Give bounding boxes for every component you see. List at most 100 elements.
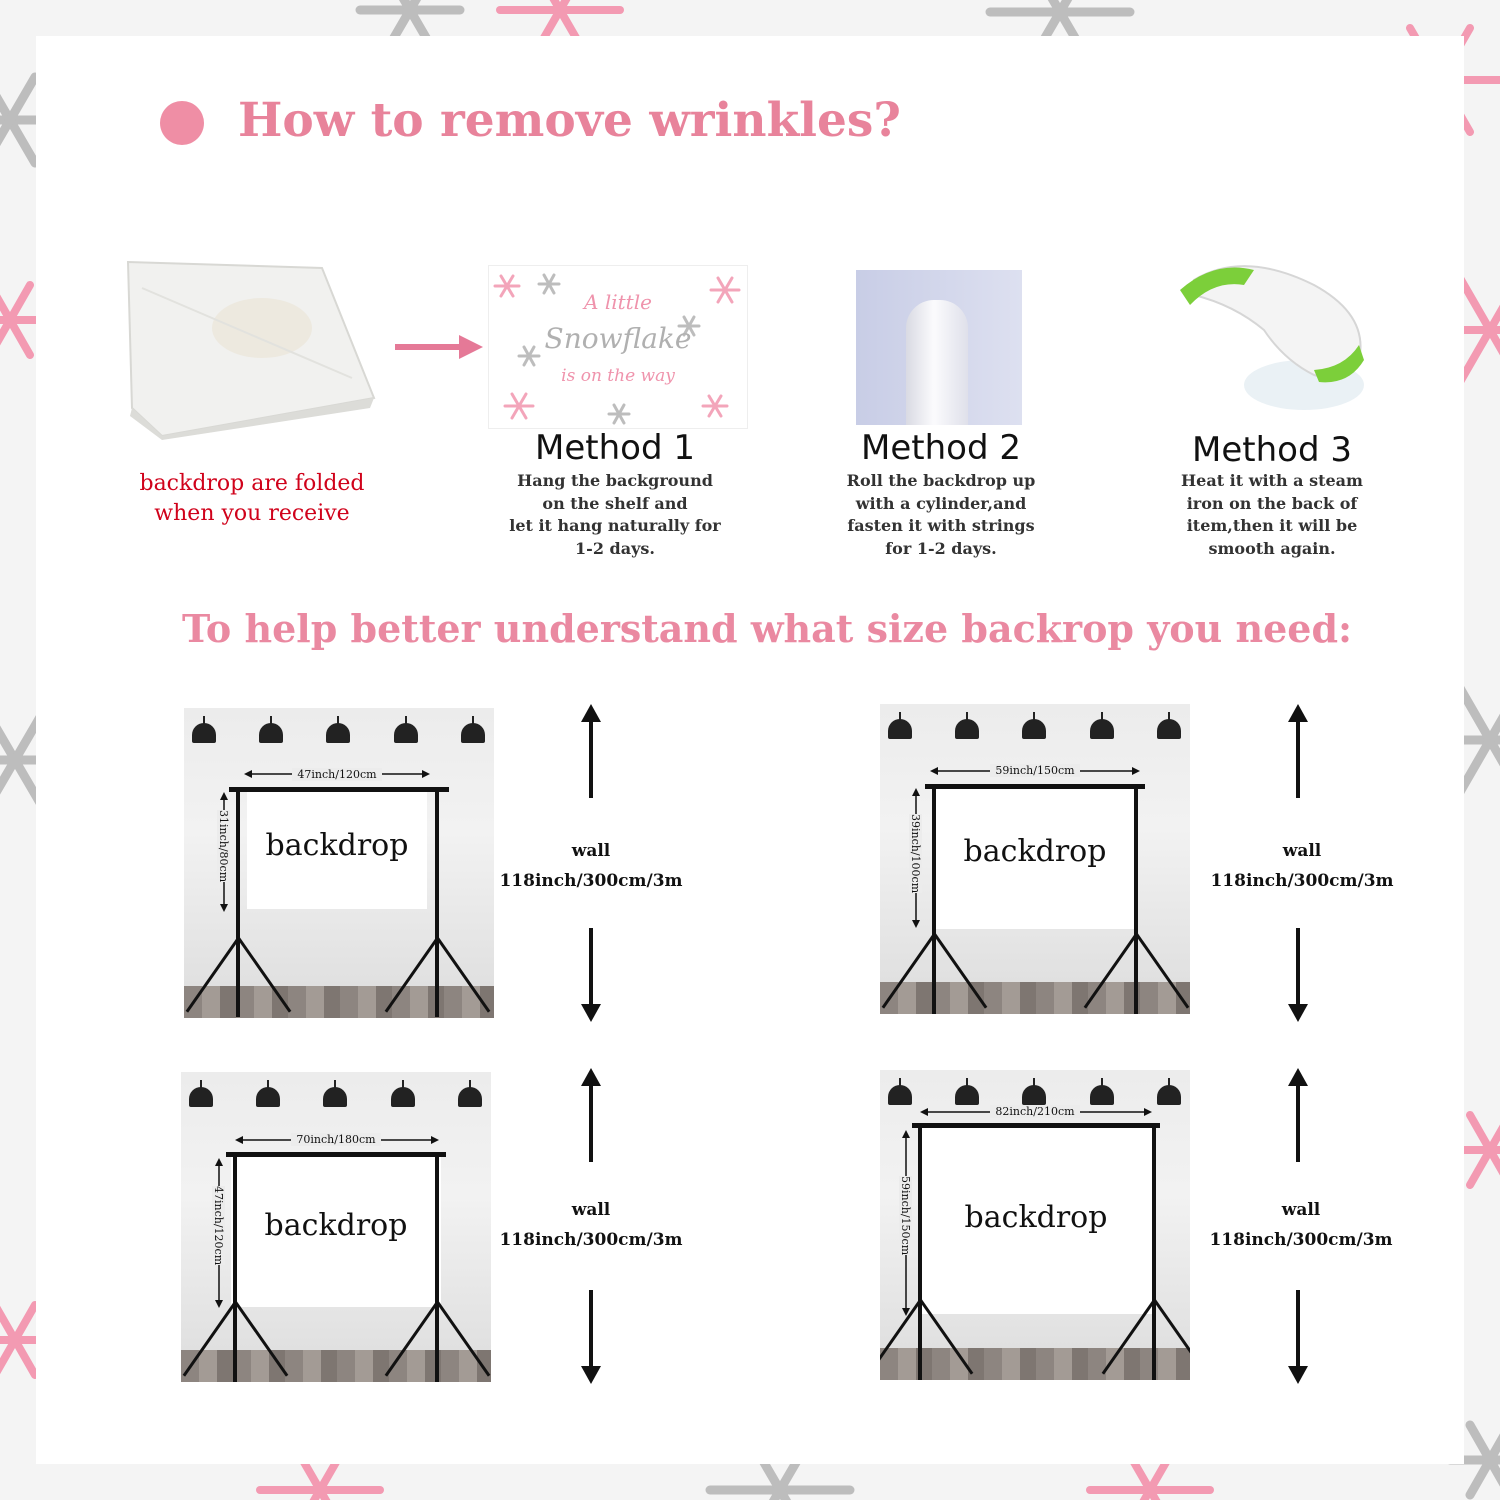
wall-arrow-up-icon [1296,1080,1300,1162]
cylinder-image [856,270,1022,425]
lamp-icon [256,1080,280,1107]
bullet-dot [160,101,204,145]
method-3-desc: Heat it with a steam iron on the back of… [1181,471,1363,558]
method-2-desc: Roll the backdrop up with a cylinder,and… [846,471,1036,558]
crossbar [925,784,1145,789]
lamp-icon [1157,712,1181,739]
arrowhead-up-icon [1288,1068,1308,1086]
method-1-title: Method 1 [535,428,695,468]
lamp-icon [391,1080,415,1107]
height-label: 47inch/120cm [212,1186,225,1266]
size-scene-2: backdrop 59inch/150cm 39inch/100cm [880,704,1190,1014]
size-heading: To help better understand what size back… [182,606,1353,651]
card-snowflakes-decoration [493,273,741,425]
stand-pole [1152,1123,1156,1380]
floor [181,1350,491,1382]
wall-word: wall [571,841,611,861]
lamp-icon [1022,712,1046,739]
wall-arrow-up-icon [589,716,593,798]
card-line-3: is on the way [561,366,675,386]
height-label: 59inch/150cm [899,1176,912,1256]
backdrop-label: backdrop [964,1200,1108,1235]
width-label: 82inch/210cm [990,1105,1080,1118]
lamp-icon [323,1080,347,1107]
stand-pole [932,784,936,1014]
lamp-icon [326,716,350,743]
wall-arrow-up-icon [1296,716,1300,798]
size-scene-1: backdrop 47inch/120cm 31inch/80cm [184,708,494,1018]
backdrop-cloth [935,789,1135,929]
arrowhead-up-icon [581,704,601,722]
wrinkles-heading: How to remove wrinkles? [238,93,901,148]
width-label: 47inch/120cm [292,768,382,781]
lamp-icon [955,1078,979,1105]
lamp-icon [461,716,485,743]
steam-iron-image [1180,265,1364,410]
backdrop-label: backdrop [265,828,409,863]
wall-arrow-down-icon [1296,928,1300,1010]
wall-size: 118inch/300cm/3m [1209,1230,1393,1250]
lamp-icon [458,1080,482,1107]
floor [880,982,1190,1014]
white-cylinder [906,300,968,425]
method-2-title: Method 2 [861,428,1021,468]
lamp-icon [1157,1078,1181,1105]
wall-label: wall 118inch/300cm/3m [491,1195,691,1255]
lamp-icon [259,716,283,743]
stand-pole [233,1152,237,1382]
folded-note: backdrop are folded when you receive [139,471,365,526]
stand-pole [236,787,240,1017]
wall-word: wall [1282,841,1322,861]
lamp-icon [1022,1078,1046,1105]
wall-word: wall [571,1200,611,1220]
size-scene-3: backdrop 70inch/180cm 47inch/120cm [181,1072,491,1382]
arrowhead-up-icon [1288,704,1308,722]
arrowhead-down-icon [581,1366,601,1384]
wall-label: wall 118inch/300cm/3m [491,836,691,896]
height-label: 31inch/80cm [217,810,230,883]
backdrop-cloth [231,1157,441,1307]
wall-word: wall [1281,1200,1321,1220]
arrowhead-up-icon [581,1068,601,1086]
wall-size: 118inch/300cm/3m [499,871,683,891]
wall-size: 118inch/300cm/3m [1210,871,1394,891]
width-label: 70inch/180cm [291,1133,381,1146]
wall-size: 118inch/300cm/3m [499,1230,683,1250]
floor [184,986,494,1018]
crossbar [229,787,449,792]
lamp-icon [888,1078,912,1105]
card-line-2: Snowflake [544,322,692,355]
arrowhead-down-icon [1288,1004,1308,1022]
backdrop-label: backdrop [963,834,1107,869]
arrowhead-down-icon [1288,1366,1308,1384]
folded-backdrop-image [126,260,376,440]
backdrop-cloth [920,1128,1152,1314]
method-1-desc: Hang the background on the shelf and let… [509,471,721,558]
backdrop-cloth [247,792,427,909]
method-3-title: Method 3 [1192,430,1352,470]
wall-arrow-down-icon [589,928,593,1010]
lamp-icon [192,716,216,743]
backdrop-label: backdrop [264,1208,408,1243]
arrowhead-down-icon [581,1004,601,1022]
stand-pole [435,787,439,1017]
wall-arrow-down-icon [1296,1290,1300,1372]
wall-label: wall 118inch/300cm/3m [1201,1195,1401,1255]
snowflake-card-image: A little Snowflake is on the way [488,265,748,429]
lamp-icon [1090,1078,1114,1105]
crossbar [226,1152,446,1157]
lamp-icon [955,712,979,739]
wall-label: wall 118inch/300cm/3m [1202,836,1402,896]
lamp-icon [394,716,418,743]
stand-pole [435,1152,439,1382]
lamp-icon [1090,712,1114,739]
wall-arrow-up-icon [589,1080,593,1162]
stand-pole [918,1123,922,1380]
wall-arrow-down-icon [589,1290,593,1372]
stand-pole [1134,784,1138,1014]
lamp-icon [888,712,912,739]
size-scene-4: backdrop 82inch/210cm 59inch/150cm [880,1070,1190,1380]
lamp-icon [189,1080,213,1107]
width-label: 59inch/150cm [990,764,1080,777]
height-label: 39inch/100cm [909,814,922,894]
